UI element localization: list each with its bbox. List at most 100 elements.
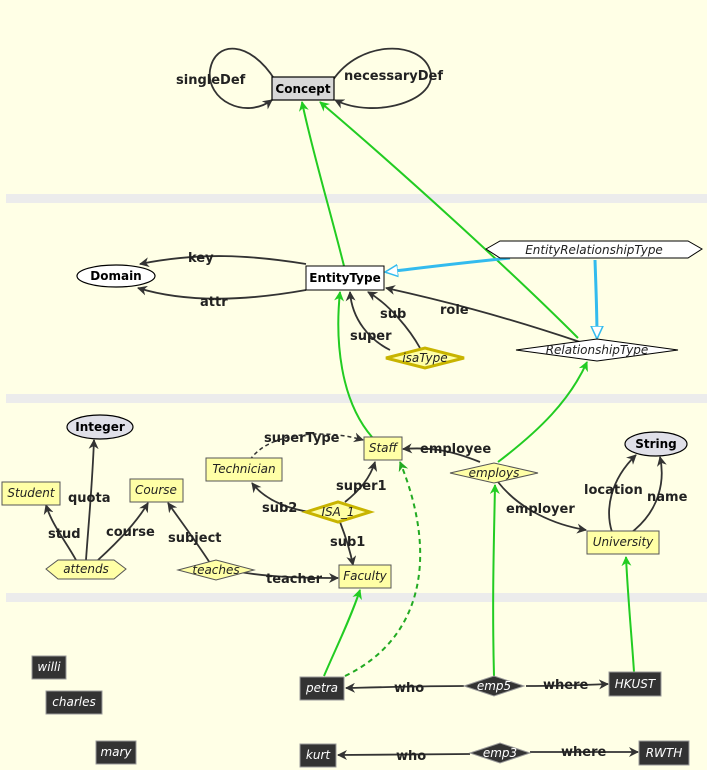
label-who-petra: who <box>394 681 424 696</box>
edge-single-def[interactable] <box>209 47 276 110</box>
node-string-label: String <box>635 437 677 451</box>
node-mary[interactable]: mary <box>95 740 137 765</box>
label-course: course <box>106 525 155 540</box>
edge-petra-instanceof-faculty[interactable] <box>323 589 362 677</box>
node-petra-label: petra <box>305 681 338 695</box>
edge-super1[interactable] <box>344 461 378 503</box>
edge-teacher[interactable] <box>239 571 339 583</box>
label-single-def: singleDef <box>176 73 246 88</box>
edge-necessary-def[interactable] <box>332 47 432 109</box>
edge-employee[interactable] <box>402 443 481 463</box>
node-staff[interactable]: Staff <box>363 436 403 461</box>
label-necessary-def: necessaryDef <box>344 69 443 84</box>
node-technician[interactable]: Technician <box>205 457 283 482</box>
node-course[interactable]: Course <box>129 478 184 503</box>
node-rwth[interactable]: RWTH <box>638 740 690 766</box>
node-entity-type[interactable]: EntityType <box>305 265 385 291</box>
node-rwth-label: RWTH <box>646 746 683 760</box>
edge-location[interactable] <box>608 454 637 533</box>
label-sub: sub <box>380 307 406 322</box>
node-teaches-label: teaches <box>192 563 239 577</box>
edge-employer[interactable] <box>497 481 587 534</box>
label-who-kurt: who <box>396 749 426 764</box>
node-course-label: Course <box>135 483 177 497</box>
node-university[interactable]: University <box>586 530 660 555</box>
node-emp3[interactable]: emp3 <box>468 742 532 764</box>
edge-hkust-instanceof-university[interactable] <box>621 556 635 673</box>
node-attends[interactable]: attends <box>45 559 127 580</box>
edge-emp5-instanceof-employs[interactable] <box>489 484 500 677</box>
node-hkust[interactable]: HKUST <box>608 671 662 697</box>
node-willi[interactable]: willi <box>31 655 67 680</box>
edge-where-hkust[interactable] <box>525 679 609 690</box>
edge-super[interactable] <box>345 291 391 351</box>
edge-subject[interactable] <box>167 502 211 564</box>
node-isa-type[interactable]: isaType <box>385 346 465 370</box>
node-relationship-type-label: RelationshipType <box>546 343 649 357</box>
edge-supertype[interactable] <box>249 432 364 461</box>
edge-ert-to-entitytype[interactable] <box>386 256 511 272</box>
edge-key[interactable] <box>139 255 307 268</box>
label-where-rwth: where <box>561 745 606 760</box>
node-relationship-type[interactable]: RelationshipType <box>515 338 679 362</box>
node-isa-1[interactable]: ISA_1 <box>300 500 376 524</box>
label-name: name <box>647 490 688 505</box>
label-employee: employee <box>420 442 491 457</box>
edge-sub[interactable] <box>367 291 421 349</box>
node-faculty[interactable]: Faculty <box>338 564 392 589</box>
label-super: super <box>350 329 392 344</box>
edge-course[interactable] <box>97 502 149 561</box>
label-role: role <box>440 303 469 318</box>
label-quota: quota <box>68 491 110 506</box>
node-integer-label: Integer <box>75 420 125 434</box>
edge-petra-instanceof-staff[interactable] <box>344 461 422 677</box>
node-concept-label: Concept <box>275 82 330 96</box>
edge-who-petra[interactable] <box>345 682 465 693</box>
node-petra[interactable]: petra <box>299 676 345 701</box>
node-emp5-label: emp5 <box>477 679 511 693</box>
node-mary-label: mary <box>100 745 132 759</box>
node-kurt-label: kurt <box>306 748 331 762</box>
node-student-label: Student <box>7 486 56 500</box>
label-sub2: sub2 <box>262 501 297 516</box>
edge-name[interactable] <box>631 456 667 533</box>
node-kurt[interactable]: kurt <box>299 743 337 768</box>
edge-employs-instanceof-relationshiptype[interactable] <box>497 361 588 463</box>
node-staff-label: Staff <box>369 441 399 455</box>
edge-stud[interactable] <box>43 504 77 561</box>
edge-relationshiptype-instanceof-concept[interactable] <box>319 101 579 339</box>
node-emp5[interactable]: emp5 <box>462 675 526 697</box>
node-integer[interactable]: Integer <box>66 414 134 440</box>
node-entity-relationship-type-label: EntityRelationshipType <box>525 243 663 257</box>
node-employs-label: employs <box>469 466 520 480</box>
edge-role[interactable] <box>385 285 581 343</box>
layer-separator-1 <box>6 194 707 203</box>
node-domain[interactable]: Domain <box>76 264 156 288</box>
label-teacher: teacher <box>266 572 323 587</box>
node-string[interactable]: String <box>624 431 688 457</box>
node-teaches[interactable]: teaches <box>176 559 256 581</box>
edge-ert-to-relationshiptype[interactable] <box>595 259 597 338</box>
edge-staff-instanceof-entitytype[interactable] <box>334 291 373 438</box>
edge-entitytype-instanceof-concept[interactable] <box>298 101 345 267</box>
edge-quota[interactable] <box>85 439 99 561</box>
node-university-label: University <box>593 535 654 549</box>
edge-sub1[interactable] <box>339 521 357 566</box>
node-hkust-label: HKUST <box>615 677 657 691</box>
node-charles[interactable]: charles <box>45 690 103 715</box>
node-entity-relationship-type[interactable]: EntityRelationshipType <box>485 240 703 259</box>
node-student[interactable]: Student <box>1 481 61 506</box>
label-key: key <box>188 251 214 266</box>
label-super-type: superType <box>264 431 340 446</box>
edge-attr[interactable] <box>137 285 307 300</box>
node-employs[interactable]: employs <box>449 462 539 484</box>
label-employer: employer <box>506 502 575 517</box>
node-emp3-label: emp3 <box>483 746 517 760</box>
node-concept[interactable]: Concept <box>271 76 335 101</box>
label-attr: attr <box>200 295 228 310</box>
label-location: location <box>584 483 643 498</box>
edge-who-kurt[interactable] <box>337 749 471 760</box>
label-subject: subject <box>168 531 222 546</box>
label-where-hkust: where <box>543 678 588 693</box>
